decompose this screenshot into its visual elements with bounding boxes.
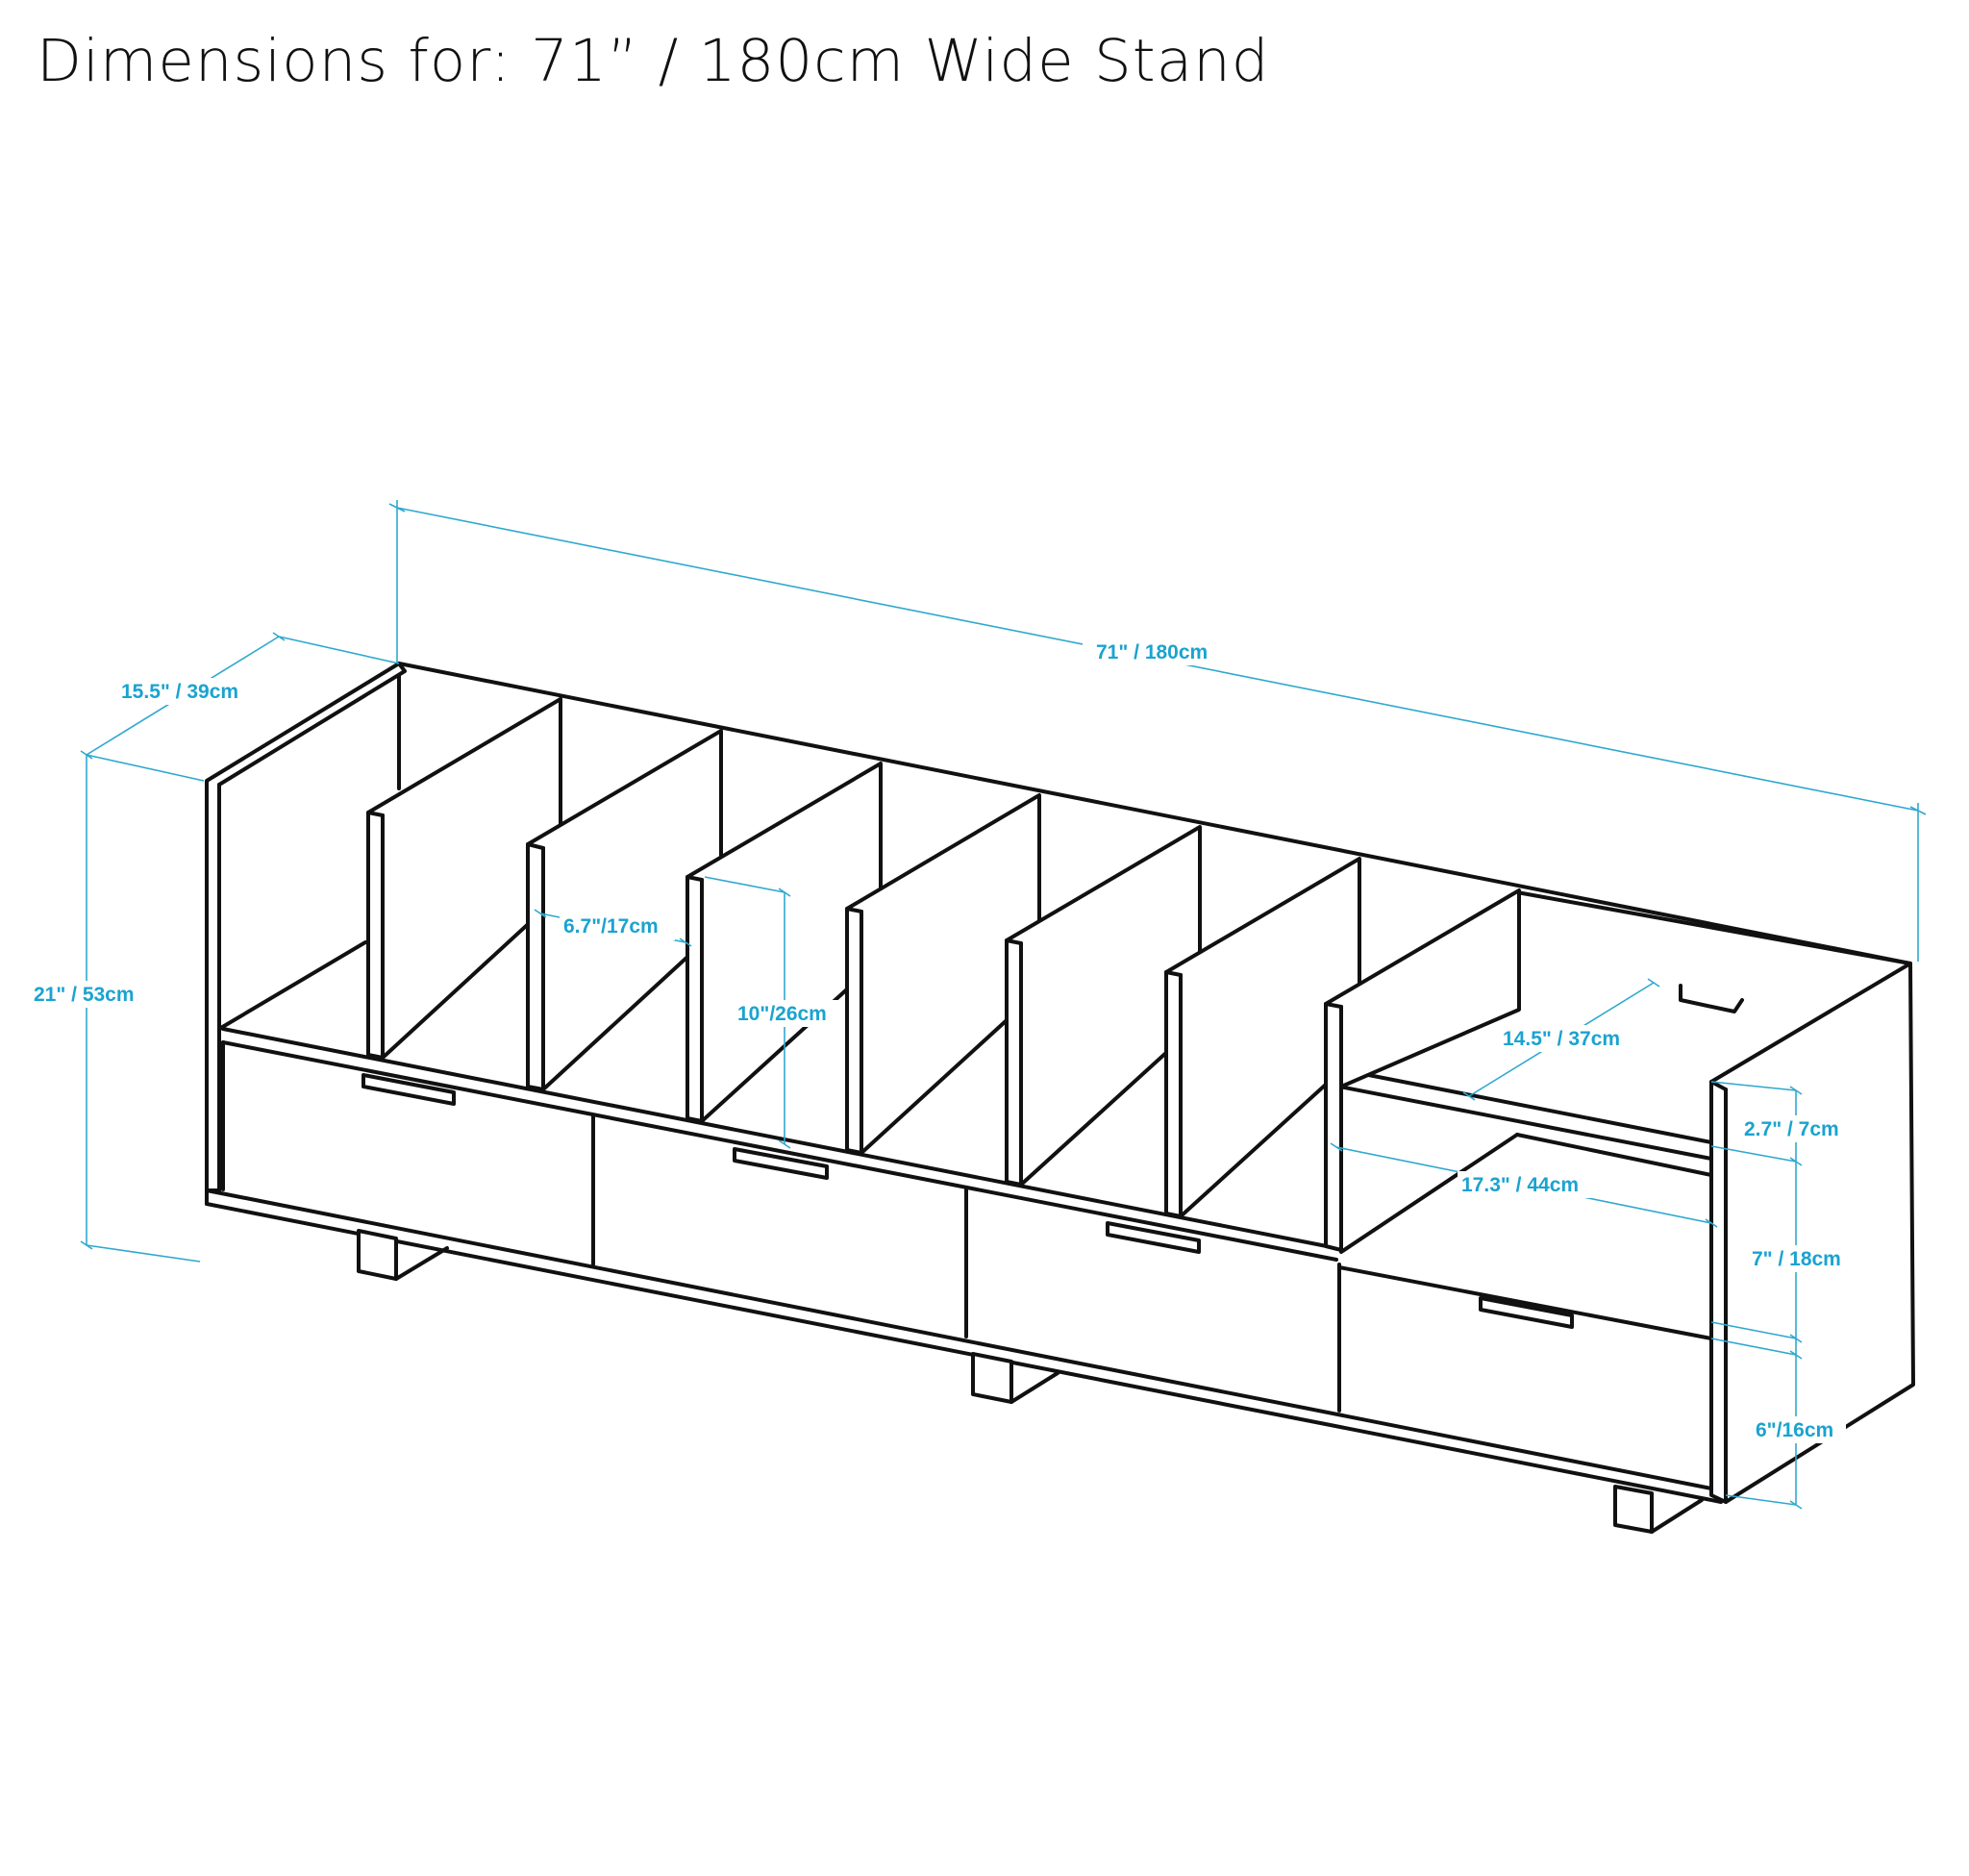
width-label: 71" / 180cm [1096,641,1208,663]
shelf-depth-label: 14.5" / 37cm [1503,1028,1620,1050]
drawer-height-label: 6"/16cm [1756,1419,1833,1441]
shelf-width-label: 17.3" / 44cm [1461,1174,1579,1196]
depth-label: 15.5" / 39cm [121,681,238,703]
dividers [366,697,1521,1252]
divider-spacing-label: 6.7"/17cm [563,915,659,938]
page-title: Dimensions for: 71” / 180cm Wide Stand [37,27,1270,95]
height-label: 21" / 53cm [34,984,135,1006]
top-gap-label: 2.7" / 7cm [1744,1118,1839,1140]
shelf-height-label: 7" / 18cm [1752,1248,1841,1270]
dimension-labels: 71" / 180cm 15.5" / 39cm 21" / 53cm 6.7"… [27,638,1863,1443]
divider-height-label: 10"/26cm [737,1003,827,1025]
